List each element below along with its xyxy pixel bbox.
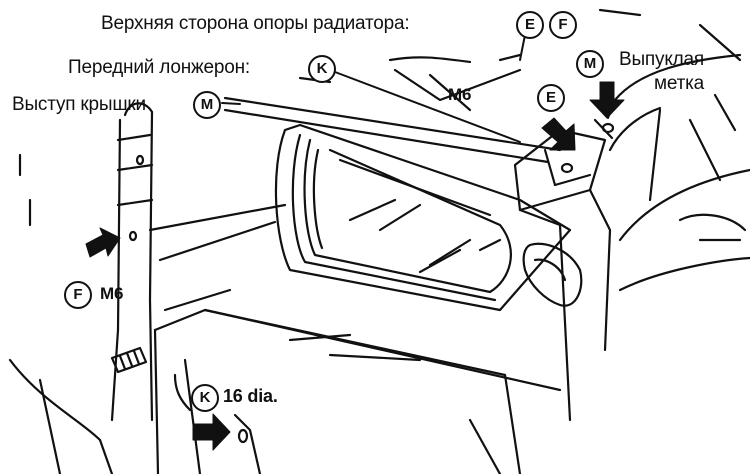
label-hole-16-dia: 16 dia. <box>223 386 278 406</box>
leader-front-member <box>334 71 521 143</box>
bumper-stop <box>522 242 583 307</box>
arrow-icon-convex-mark <box>589 81 625 119</box>
label-bolt-m6-left: M6 <box>100 284 124 303</box>
label-convex-mark-line2: метка <box>654 73 704 94</box>
marker-f-left: F <box>64 281 92 309</box>
hood-ledge-rail <box>148 96 562 312</box>
marker-f-top: F <box>549 11 577 39</box>
marker-k-top: K <box>308 55 336 83</box>
marker-m-ledge: M <box>193 91 221 119</box>
left-stud-bolt <box>110 346 148 374</box>
arrow-icon-16dia <box>192 413 231 451</box>
label-hood-ledge: Выступ крышки <box>12 94 146 115</box>
lower-front-panel <box>153 308 562 474</box>
upper-box-section <box>513 118 615 422</box>
left-vertical-member <box>18 102 154 422</box>
marker-m-convex: M <box>576 50 604 78</box>
marker-e-top: E <box>516 11 544 39</box>
marker-e-mid: E <box>537 84 565 112</box>
leader-radiator-support <box>519 34 526 61</box>
label-bolt-m6-top: M6 <box>448 85 472 104</box>
label-convex-mark-line1: Выпуклая <box>619 49 704 70</box>
label-front-side-member: Передний лонжерон: <box>68 57 250 78</box>
label-radiator-support-upper: Верхняя сторона опоры радиатора: <box>101 13 410 34</box>
right-wheelhouse <box>608 53 750 292</box>
left-lower-outline <box>8 358 114 474</box>
leader-hood-ledge <box>221 102 241 105</box>
marker-k-bottom: K <box>191 384 219 412</box>
arrow-icon-m6-left <box>85 227 121 258</box>
arrow-icon-mark-e <box>541 117 576 151</box>
inner-fender-panel <box>274 123 572 312</box>
